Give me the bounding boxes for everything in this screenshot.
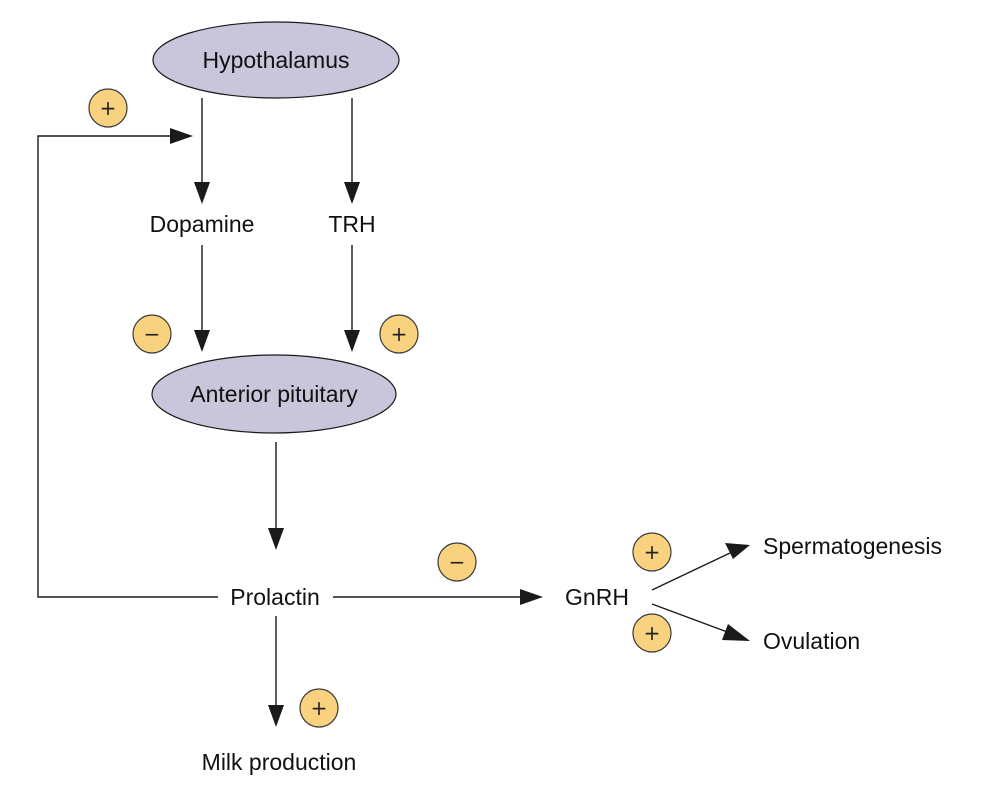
spermatogenesis-label: Spermatogenesis: [763, 533, 942, 559]
gnrh-to-spermatogenesis-line: [651, 552, 731, 591]
dopamine-to-pituitary-arrowhead: [194, 330, 210, 352]
gnrh-to-ovulation-line: [651, 603, 731, 634]
ovulation-plus-sign: +: [644, 621, 661, 645]
gnrh-label: GnRH: [565, 584, 629, 610]
dopamine-minus-badge: −: [132, 314, 172, 354]
prolactin-to-milk-arrowhead: [268, 705, 284, 727]
trh-to-pituitary-arrowhead: [344, 330, 360, 352]
dopamine-minus-sign: −: [144, 322, 161, 346]
prolactin-feedback-line: [37, 135, 218, 598]
spermatogenesis-plus-sign: +: [644, 540, 661, 564]
gnrh-to-spermatogenesis-arrowhead: [725, 543, 750, 559]
gnrh-minus-badge: −: [437, 542, 477, 582]
ovulation-plus-badge: +: [632, 613, 672, 653]
gnrh-to-ovulation-arrowhead: [722, 624, 750, 641]
prolactin-label: Prolactin: [230, 584, 319, 610]
prolactin-feedback-arrowhead: [170, 128, 193, 144]
trh-label: TRH: [328, 211, 375, 237]
hypothalamus-label: Hypothalamus: [202, 47, 349, 73]
prolactin-to-gnrh-arrowhead: [520, 589, 543, 605]
ovulation-label: Ovulation: [763, 628, 860, 654]
trh-plus-sign: +: [391, 322, 408, 346]
hypothalamus-to-dopamine-arrowhead: [194, 182, 210, 204]
milk-plus-sign: +: [311, 696, 328, 720]
dopamine-label: Dopamine: [150, 211, 255, 237]
hypothalamus-to-trh-arrowhead: [344, 182, 360, 204]
milk-production-label: Milk production: [202, 749, 357, 775]
spermatogenesis-plus-badge: +: [632, 532, 672, 572]
anterior-pituitary-label: Anterior pituitary: [190, 381, 358, 407]
feedback-plus-sign: +: [100, 96, 117, 120]
pituitary-to-prolactin-arrowhead: [268, 528, 284, 550]
anterior-pituitary-node: Anterior pituitary: [151, 354, 397, 434]
milk-plus-badge: +: [299, 688, 339, 728]
feedback-plus-badge: +: [88, 88, 128, 128]
gnrh-minus-sign: −: [449, 550, 466, 574]
hypothalamus-node: Hypothalamus: [152, 21, 400, 99]
trh-plus-badge: +: [379, 314, 419, 354]
